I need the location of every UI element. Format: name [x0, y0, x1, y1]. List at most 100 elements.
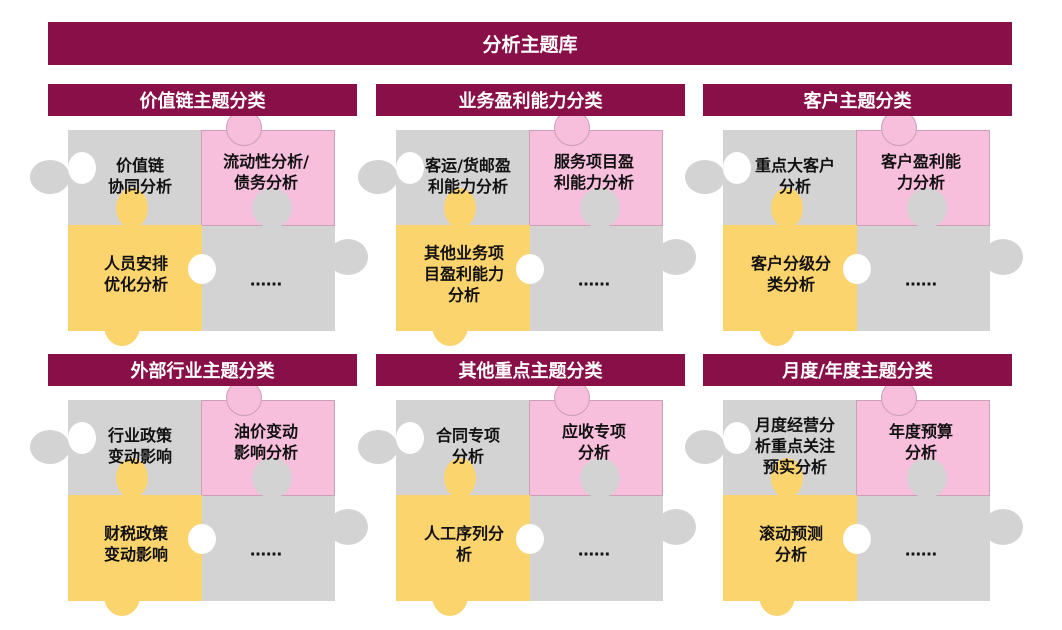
- topic-bottom-left[interactable]: 财税政策变动影响: [104, 523, 168, 565]
- topic-text-line: 客户分级分: [750, 254, 832, 273]
- topic-bottom-right[interactable]: ……: [905, 540, 937, 561]
- topic-text-line: 月度经营分: [754, 415, 836, 435]
- topic-text-line: 变动影响: [107, 447, 173, 466]
- topic-panel: 业务盈利能力分类客运/货邮盈利能力分析 服务项目盈利能力分析其他业务项目盈利能力分…: [358, 84, 696, 346]
- puzzle-left-nub: [30, 160, 70, 194]
- topic-bottom-right[interactable]: ……: [250, 270, 282, 291]
- topic-text-line: 变动影响: [103, 545, 169, 564]
- topic-panel: 其他重点主题分类合同专项分析应收专项分析人工序列分析……: [358, 354, 696, 616]
- topic-top-right[interactable]: 客户盈利能力分析: [881, 151, 961, 193]
- panel-title: 业务盈利能力分类: [376, 84, 685, 116]
- topic-text-line: 人工序列分: [423, 524, 505, 543]
- puzzle-yellow-bottom-nub: [432, 576, 468, 616]
- puzzle-hole: [188, 254, 216, 284]
- topic-text-line: 分析: [778, 177, 812, 196]
- topic-text-line: 年度预算: [888, 422, 954, 441]
- topic-text-line: 其他业务项: [423, 243, 505, 263]
- topic-text-line: 析: [455, 545, 473, 564]
- topic-top-right[interactable]: 流动性分析/债务分析: [223, 151, 309, 193]
- panel-title: 价值链主题分类: [48, 84, 357, 116]
- topic-bottom-left[interactable]: 其他业务项目盈利能力分析: [424, 243, 504, 306]
- topic-top-left[interactable]: 客运/货邮盈利能力分析: [425, 155, 511, 197]
- puzzle-gray-nub-into-pink: [580, 188, 620, 228]
- topic-text-line: 预实分析: [762, 457, 828, 477]
- puzzle-left-nub: [30, 430, 70, 464]
- topic-text-line: 服务项目盈: [553, 152, 635, 171]
- topic-top-right[interactable]: 油价变动影响分析: [234, 421, 298, 463]
- puzzle-gray-nub-into-pink: [252, 188, 292, 228]
- panel-title: 其他重点主题分类: [376, 354, 685, 386]
- puzzle-right-nub: [328, 509, 368, 545]
- puzzle-right-nub: [983, 509, 1023, 545]
- topic-text-line: 分析: [774, 545, 808, 564]
- puzzle-hole: [396, 152, 424, 184]
- topic-text-line: 分析: [451, 447, 485, 466]
- topic-top-left[interactable]: 行业政策变动影响: [108, 425, 172, 467]
- puzzle-yellow-bottom-nub: [759, 306, 795, 346]
- topic-top-left[interactable]: 价值链协同分析: [108, 155, 172, 197]
- topic-top-left[interactable]: 重点大客户分析: [755, 155, 835, 197]
- puzzle-hole: [843, 254, 871, 284]
- puzzle-hole: [396, 422, 424, 454]
- puzzle-hole: [68, 422, 96, 454]
- puzzle-pink-top-nub: [226, 380, 262, 416]
- puzzle-pink-top-nub: [881, 110, 917, 146]
- puzzle-yellow-top-nub: [444, 188, 476, 228]
- puzzle-yellow-top-nub: [116, 458, 148, 498]
- topic-text-line: 债务分析: [233, 173, 299, 192]
- puzzle-hole: [843, 524, 871, 554]
- topic-text-line: 人员安排: [103, 254, 169, 273]
- topic-text-line: ……: [578, 270, 610, 290]
- topic-text-line: 合同专项: [435, 426, 501, 445]
- puzzle-pink-top-nub: [554, 380, 590, 416]
- puzzle-left-nub: [358, 160, 398, 194]
- puzzle-gray-nub-into-pink: [252, 458, 292, 498]
- puzzle-yellow-top-nub: [771, 458, 803, 498]
- puzzle-pink-top-nub: [226, 110, 262, 146]
- puzzle-piece-bottom-right: [201, 225, 335, 331]
- puzzle-piece-bottom-right: [201, 495, 335, 601]
- topic-text-line: 协同分析: [107, 177, 173, 196]
- topic-bottom-left[interactable]: 人工序列分析: [424, 523, 504, 565]
- topic-text-line: 财税政策: [103, 524, 169, 543]
- puzzle-yellow-bottom-nub: [104, 306, 140, 346]
- puzzle-hole: [723, 152, 751, 184]
- topic-text-line: 客户盈利能: [880, 152, 962, 171]
- topic-text-line: 分析: [577, 443, 611, 462]
- topic-text-line: 分析: [904, 443, 938, 462]
- topic-bottom-right[interactable]: ……: [578, 270, 610, 291]
- panel-title: 外部行业主题分类: [48, 354, 357, 386]
- topic-text-line: 行业政策: [107, 426, 173, 445]
- topic-top-right[interactable]: 服务项目盈利能力分析: [554, 151, 634, 193]
- topic-text-line: ……: [250, 270, 282, 290]
- topic-bottom-right[interactable]: ……: [905, 270, 937, 291]
- puzzle-piece-bottom-right: [856, 495, 990, 601]
- topic-top-right[interactable]: 年度预算分析: [889, 421, 953, 463]
- panel-title: 月度/年度主题分类: [703, 354, 1012, 386]
- topic-bottom-left[interactable]: 滚动预测分析: [759, 523, 823, 565]
- topic-text-line: 优化分析: [103, 275, 169, 294]
- topic-top-left[interactable]: 月度经营分析重点关注预实分析: [755, 415, 835, 478]
- topic-bottom-left[interactable]: 客户分级分类分析: [751, 253, 831, 295]
- puzzle-gray-nub-into-pink: [907, 458, 947, 498]
- puzzle-piece-bottom-right: [529, 495, 663, 601]
- library-title-banner: 分析主题库: [48, 22, 1012, 65]
- topic-text-line: 类分析: [766, 275, 816, 294]
- puzzle-left-nub: [685, 160, 725, 194]
- topic-top-right[interactable]: 应收专项分析: [562, 421, 626, 463]
- topic-panel: 价值链主题分类价值链协同分析 流动性分析/债务分析人员安排优化分析 ……: [30, 84, 368, 346]
- puzzle-right-nub: [983, 239, 1023, 275]
- topic-text-line: ……: [905, 270, 937, 290]
- topic-bottom-right[interactable]: ……: [250, 540, 282, 561]
- puzzle-yellow-top-nub: [116, 188, 148, 228]
- topic-text-line: 价值链: [115, 156, 165, 175]
- topic-top-left[interactable]: 合同专项分析: [436, 425, 500, 467]
- topic-text-line: 影响分析: [233, 443, 299, 462]
- topic-panel: 外部行业主题分类行业政策变动影响油价变动影响分析财税政策变动影响……: [30, 354, 368, 616]
- topic-text-line: 利能力分析: [553, 173, 635, 192]
- puzzle-hole: [516, 524, 544, 554]
- topic-bottom-left[interactable]: 人员安排优化分析: [104, 253, 168, 295]
- puzzle-yellow-bottom-nub: [759, 576, 795, 616]
- topic-bottom-right[interactable]: ……: [578, 540, 610, 561]
- topic-text-line: 析重点关注: [754, 436, 836, 456]
